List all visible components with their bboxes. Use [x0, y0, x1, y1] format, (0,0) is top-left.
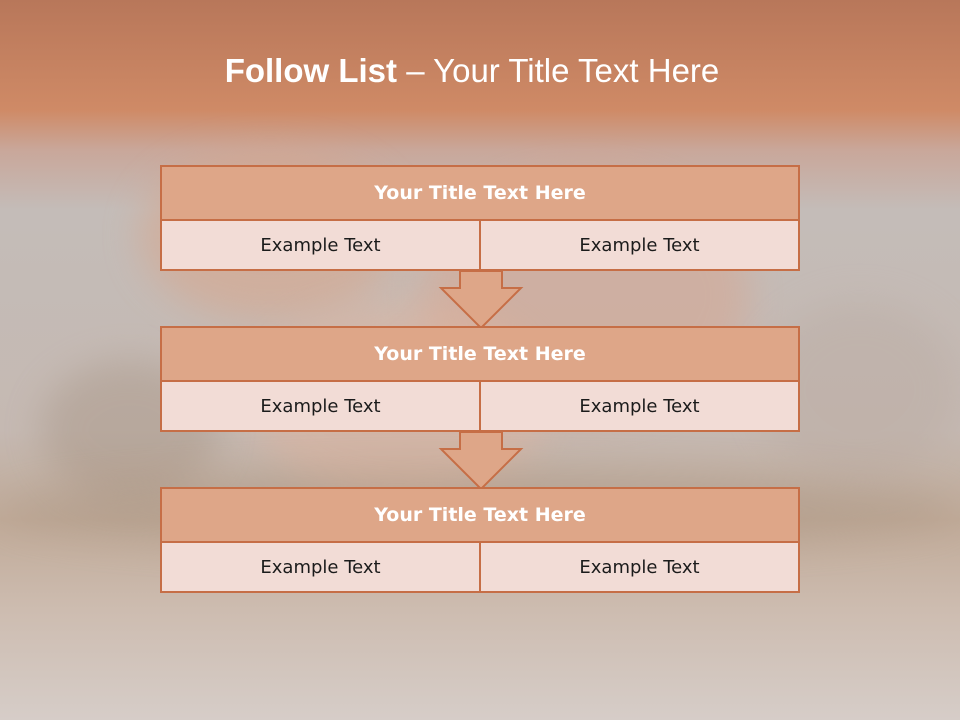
down-arrow-icon	[438, 270, 524, 330]
slide-title: Follow List – Your Title Text Here	[0, 52, 944, 90]
step-block-2: Your Title Text Here Example Text Exampl…	[160, 326, 800, 432]
down-arrow-icon	[438, 431, 524, 491]
title-rest: – Your Title Text Here	[406, 52, 720, 89]
step-row-1: Example Text Example Text	[160, 221, 800, 271]
step-1-right-cell: Example Text	[481, 221, 800, 271]
step-row-2: Example Text Example Text	[160, 382, 800, 432]
step-title-1: Your Title Text Here	[160, 165, 800, 221]
step-block-1: Your Title Text Here Example Text Exampl…	[160, 165, 800, 271]
step-2-right-cell: Example Text	[481, 382, 800, 432]
step-2-left-cell: Example Text	[160, 382, 481, 432]
step-1-left-cell: Example Text	[160, 221, 481, 271]
step-title-3: Your Title Text Here	[160, 487, 800, 543]
step-row-3: Example Text Example Text	[160, 543, 800, 593]
step-title-2: Your Title Text Here	[160, 326, 800, 382]
title-bold: Follow List	[224, 52, 407, 89]
step-3-left-cell: Example Text	[160, 543, 481, 593]
step-block-3: Your Title Text Here Example Text Exampl…	[160, 487, 800, 593]
step-3-right-cell: Example Text	[481, 543, 800, 593]
